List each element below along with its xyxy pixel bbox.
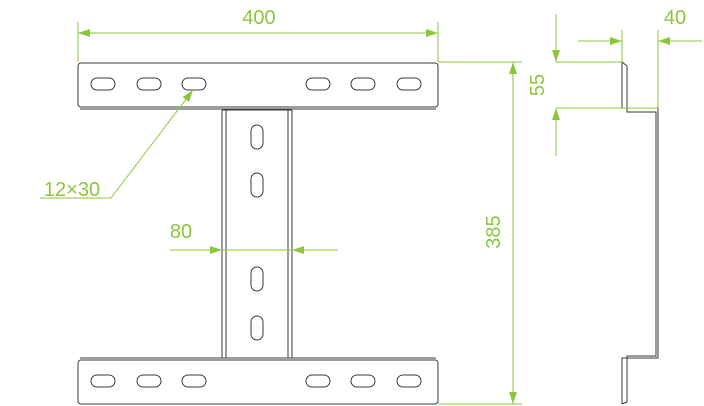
bottom-flange xyxy=(77,359,439,405)
dimension-80: 80 xyxy=(170,221,192,243)
side-view xyxy=(621,61,659,405)
web-slots xyxy=(250,124,264,341)
dimension-40: 40 xyxy=(664,7,686,29)
dimension-slot-12x30: 12×30 xyxy=(44,179,100,201)
top-flange-slots xyxy=(90,77,422,91)
top-flange xyxy=(77,62,439,108)
front-view xyxy=(77,62,439,405)
dimension-lines xyxy=(40,14,702,405)
bottom-flange-slots xyxy=(90,374,422,388)
dimension-55: 55 xyxy=(527,74,549,96)
vertical-web xyxy=(221,110,293,358)
dimension-385: 385 xyxy=(483,215,505,248)
dimension-400: 400 xyxy=(242,7,275,29)
